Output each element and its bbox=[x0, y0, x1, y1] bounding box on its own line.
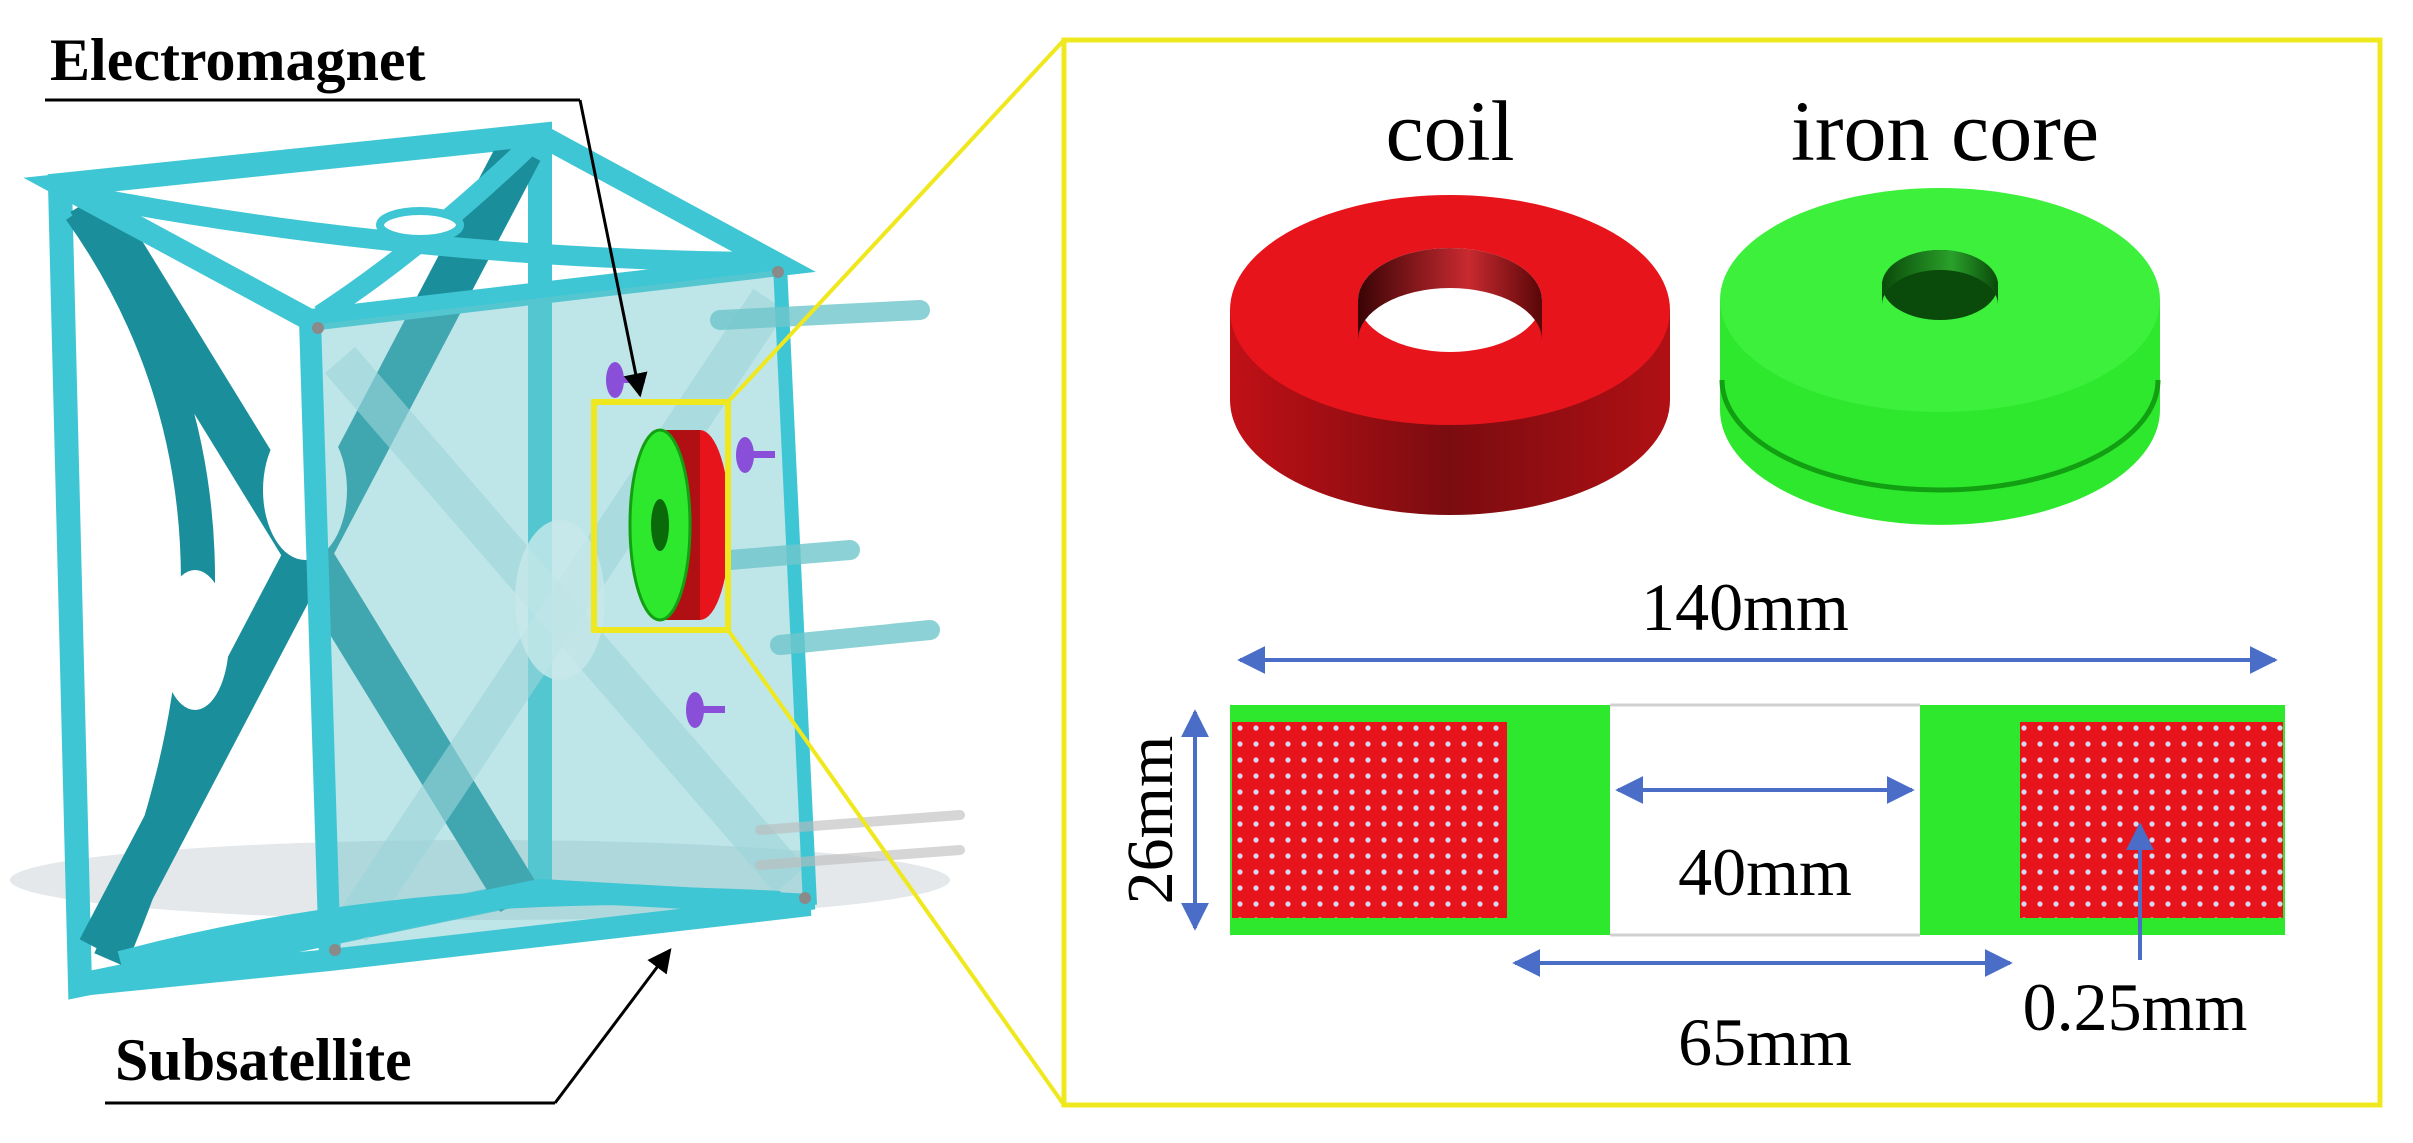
electromagnet-leader bbox=[578, 99, 648, 398]
rod-shadow-2 bbox=[755, 845, 965, 870]
dim-40mm-label: 40mm bbox=[1678, 834, 1852, 910]
cross-section bbox=[1230, 703, 2285, 937]
iron-core-3d bbox=[1719, 188, 2161, 525]
frame-bottom-face bbox=[77, 878, 812, 996]
rod-shadow-1 bbox=[755, 810, 965, 835]
coil-label: coil bbox=[1386, 83, 1515, 179]
rod-2 bbox=[720, 540, 860, 570]
coil-winding-left bbox=[1232, 722, 1507, 918]
dim-65mm-label: 65mm bbox=[1678, 1004, 1852, 1080]
electromagnet-mounted bbox=[628, 428, 730, 622]
iron-core-label: iron core bbox=[1791, 83, 2099, 179]
brace-hole-2 bbox=[161, 570, 229, 710]
top-hole bbox=[376, 207, 464, 243]
rod-3 bbox=[770, 620, 940, 655]
zoom-line-top bbox=[726, 38, 1066, 404]
front-hole bbox=[515, 520, 605, 680]
rod-1 bbox=[710, 300, 930, 330]
edge-front-left bbox=[299, 319, 341, 961]
dim-26mm-label: 26mm bbox=[1114, 736, 1187, 905]
pins bbox=[606, 362, 775, 728]
dim-140mm-label: 140mm bbox=[1641, 569, 1849, 645]
subsatellite-frame bbox=[10, 121, 965, 1000]
corner-bolts bbox=[312, 266, 811, 956]
subsatellite-label: Subsatellite bbox=[115, 1027, 412, 1093]
electromagnet-label: Electromagnet bbox=[50, 27, 425, 93]
coil-winding-right bbox=[2020, 722, 2283, 918]
zoom-source-box bbox=[591, 399, 731, 633]
center-hole bbox=[1610, 705, 1920, 935]
coil-3d bbox=[1230, 195, 1670, 515]
dim-025mm-label: 0.25mm bbox=[2023, 969, 2248, 1045]
bottom-brace bbox=[117, 887, 781, 969]
edge-front-right bbox=[773, 264, 817, 906]
subsatellite-leader bbox=[553, 948, 672, 1104]
zoom-line-bottom bbox=[726, 628, 1066, 1107]
